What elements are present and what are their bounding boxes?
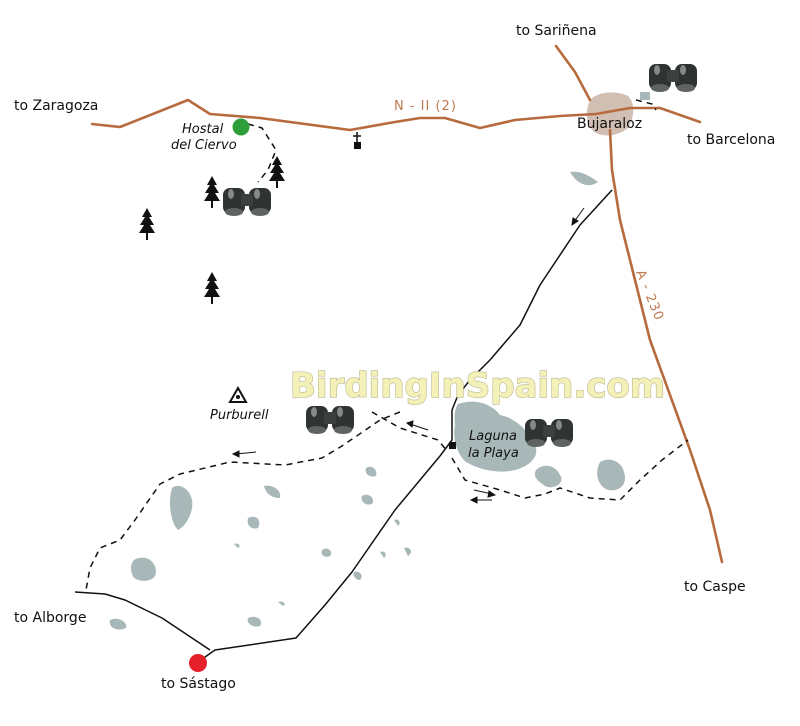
pond — [247, 516, 260, 529]
pond — [365, 466, 377, 477]
hostal-marker — [232, 118, 250, 136]
label-sastago: to Sástago — [161, 676, 236, 692]
arrow-icon — [405, 420, 429, 431]
pond — [361, 494, 374, 505]
arrow-icon — [571, 207, 585, 227]
pond — [234, 543, 240, 548]
binoculars-icon — [649, 64, 697, 92]
pond — [278, 601, 285, 606]
binoculars-icon — [525, 419, 573, 447]
direction-arrows — [231, 207, 585, 504]
triangle-summit-icon — [228, 385, 248, 403]
minor-roads — [74, 189, 613, 663]
track-laguna-west — [371, 411, 449, 453]
road-alborge — [74, 591, 211, 651]
sastago-marker — [189, 654, 207, 672]
main-roads — [90, 44, 724, 564]
pond — [353, 571, 362, 580]
arrow-icon — [469, 496, 492, 504]
laguna-la-playa-water — [454, 401, 537, 472]
label-laguna-line2: la Playa — [468, 446, 519, 461]
label-laguna-line1: Laguna — [469, 429, 517, 444]
label-hostal-line1: Hostal — [182, 122, 224, 137]
pond — [247, 616, 262, 627]
track-bujaraloz-east — [635, 99, 657, 111]
pond — [109, 618, 127, 630]
binoculars-icon — [306, 406, 354, 434]
lagoons — [109, 171, 626, 630]
road-bujaraloz-laguna — [439, 189, 613, 457]
road-n2 — [90, 98, 702, 132]
label-bujaraloz: Bujaraloz — [577, 116, 642, 132]
pine-tree-icon — [204, 176, 220, 208]
road-a230 — [608, 128, 724, 564]
pond — [534, 465, 562, 488]
label-hostal-line2: del Ciervo — [171, 138, 237, 153]
bujaraloz-town — [586, 92, 634, 136]
pond — [321, 548, 332, 557]
building-icon — [449, 442, 456, 449]
road-to-sarinena — [554, 44, 592, 102]
cross-icon — [353, 132, 361, 149]
label-road-n2: N - II (2) — [394, 99, 457, 114]
watermark: BirdingInSpain.com — [290, 366, 665, 406]
track-purburell-west — [85, 411, 401, 591]
pine-tree-icon — [139, 208, 155, 240]
track-hostal — [247, 123, 277, 183]
label-alborge: to Alborge — [14, 610, 86, 626]
label-road-a230: A - 230 — [632, 268, 666, 323]
pond — [640, 92, 650, 100]
label-barcelona: to Barcelona — [687, 132, 775, 148]
pond — [570, 171, 598, 186]
binoculars-icon — [223, 188, 271, 216]
pond — [404, 547, 411, 556]
arrow-icon — [473, 489, 497, 498]
label-sarinena: to Sariñena — [516, 23, 597, 39]
pond — [264, 485, 281, 498]
track-laguna-south — [451, 439, 689, 501]
pond — [394, 519, 400, 526]
road-laguna-sastago — [197, 455, 441, 663]
label-zaragoza: to Zaragoza — [14, 98, 98, 114]
pine-tree-icon — [269, 156, 285, 188]
pond — [170, 485, 193, 530]
pond — [380, 551, 386, 558]
pond — [131, 557, 156, 581]
walking-tracks — [85, 99, 689, 591]
label-caspe: to Caspe — [684, 579, 746, 595]
pine-tree-icon — [204, 272, 220, 304]
label-purburell: Purburell — [210, 408, 269, 423]
arrow-icon — [231, 450, 257, 458]
pond — [597, 459, 626, 491]
